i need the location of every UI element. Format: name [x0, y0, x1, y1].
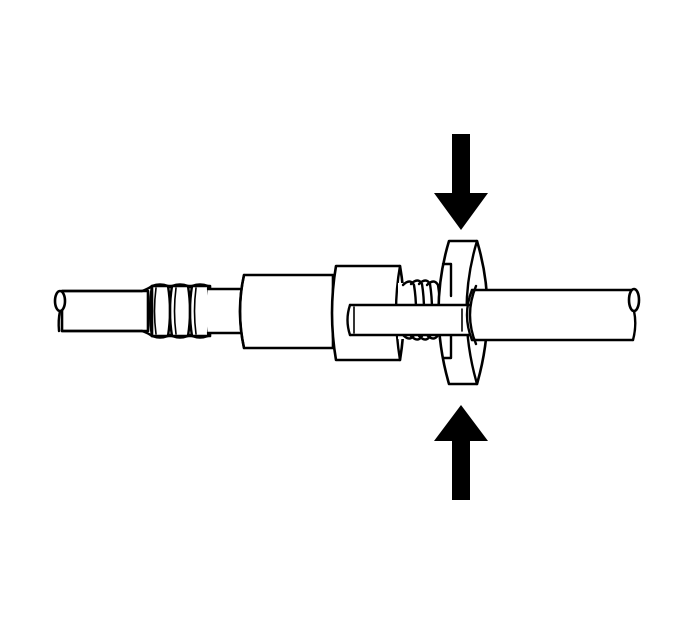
right-pipe [465, 284, 641, 346]
connector-sleeve [238, 273, 335, 350]
pipe-ridges [148, 283, 212, 339]
press-down-arrow [434, 134, 488, 230]
press-up-arrow [434, 405, 488, 500]
pipe-cut-end-left [53, 289, 67, 313]
pipe-cut-end-right [627, 287, 641, 313]
left-pipe [53, 284, 154, 338]
inner-tube-insert [346, 303, 472, 337]
pipe-neck [206, 287, 244, 335]
